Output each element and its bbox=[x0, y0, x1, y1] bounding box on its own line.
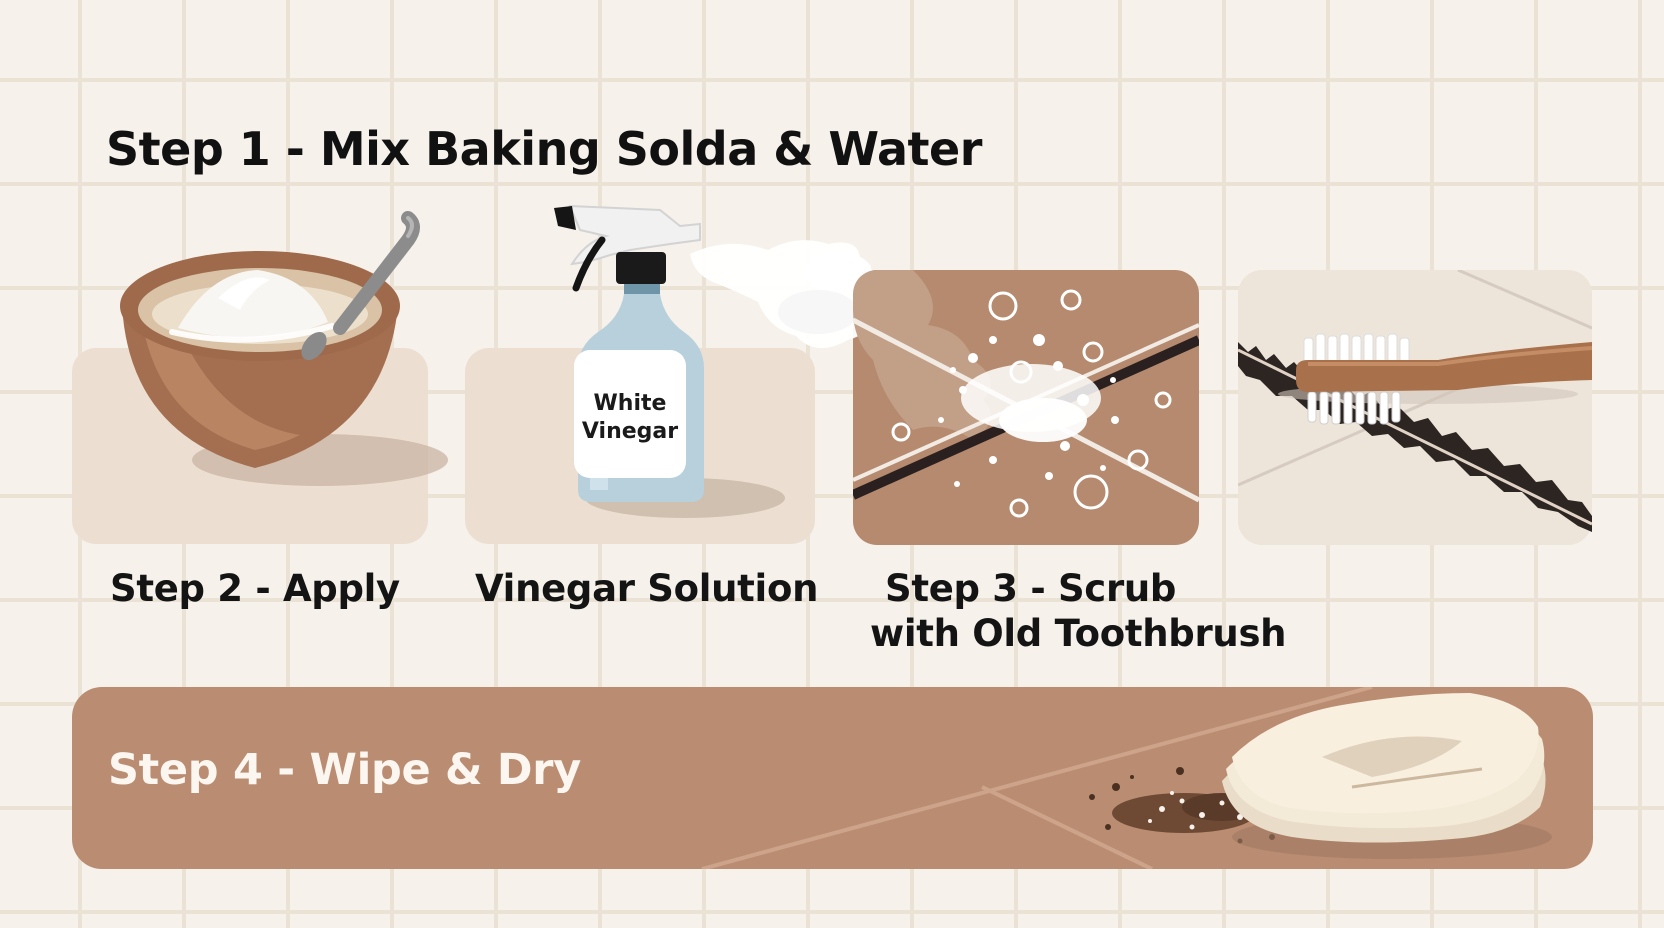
bottle-label-line-1: White bbox=[594, 391, 667, 416]
panel-1-label: Step 2 - Apply bbox=[110, 567, 400, 610]
panel-2-label: Vinegar Solution bbox=[475, 567, 819, 610]
step-4-banner: Step 4 - Wipe & Dry bbox=[72, 687, 1593, 869]
banner-label: Step 4 - Wipe & Dry bbox=[108, 745, 581, 795]
bubbles-icon bbox=[853, 270, 1199, 518]
panel-3-label-line-1: Step 3 - Scrub bbox=[885, 567, 1177, 610]
spray-bottle-icon: White Vinegar bbox=[554, 204, 785, 518]
bowl-icon bbox=[120, 251, 448, 486]
toothbrush-icon bbox=[1238, 270, 1592, 532]
bottle-label-line-2: Vinegar bbox=[582, 419, 678, 444]
page-title: Step 1 - Mix Baking Solda & Water bbox=[106, 122, 982, 176]
panel-3-label-line-2: with Old Toothbrush bbox=[870, 612, 1287, 655]
spoon-icon bbox=[301, 211, 420, 361]
cloth-icon bbox=[1222, 693, 1552, 859]
banner-floor-icon bbox=[701, 687, 1373, 869]
